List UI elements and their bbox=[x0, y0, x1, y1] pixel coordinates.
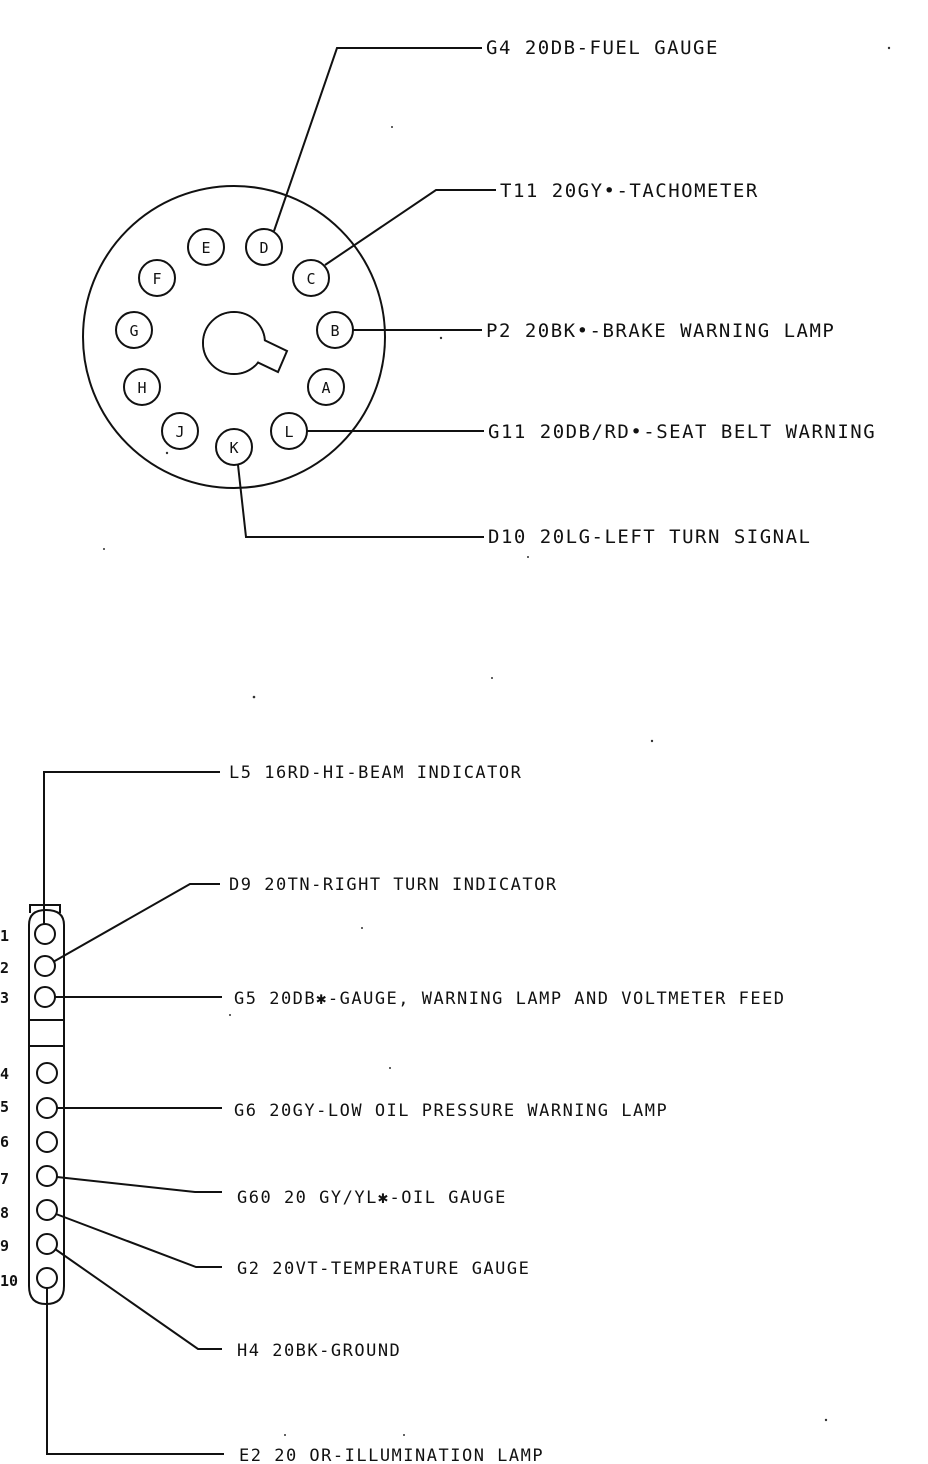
connector-pin-k: K bbox=[215, 428, 253, 466]
strip-pin-number-2: 2 bbox=[0, 959, 9, 977]
strip-pin-number-10: 10 bbox=[0, 1272, 18, 1290]
strip-pin-4 bbox=[36, 1062, 58, 1084]
strip-pin-1 bbox=[34, 923, 56, 945]
round-connector-wires bbox=[237, 47, 496, 538]
strip-pin-number-5: 5 bbox=[0, 1098, 9, 1116]
pin-letter-a: A bbox=[321, 379, 330, 397]
wire-leader-pin-9 bbox=[54, 1248, 222, 1350]
strip-pin-number-1: 1 bbox=[0, 927, 9, 945]
wire-label-hi-beam-indicator: L5 16RD-HI-BEAM INDICATOR bbox=[229, 763, 522, 783]
scan-specks bbox=[103, 46, 891, 1436]
pin-letter-f: F bbox=[152, 270, 161, 288]
wire-leader-pin-k bbox=[237, 464, 484, 538]
strip-pin-5 bbox=[36, 1097, 58, 1119]
strip-pin-7 bbox=[36, 1165, 58, 1187]
connector-pin-d: D bbox=[245, 228, 283, 266]
strip-pin-3 bbox=[34, 986, 56, 1008]
pin-letter-g: G bbox=[129, 322, 138, 340]
strip-pin-6 bbox=[36, 1131, 58, 1153]
strip-connector-upper-section bbox=[28, 908, 65, 1021]
connector-pin-b: B bbox=[316, 311, 354, 349]
wire-label-low-oil-pressure-warning-lamp: G6 20GY-LOW OIL PRESSURE WARNING LAMP bbox=[234, 1101, 668, 1121]
wire-leader-pin-2 bbox=[52, 883, 220, 963]
wire-label-ground: H4 20BK-GROUND bbox=[237, 1341, 401, 1361]
connector-pin-e: E bbox=[187, 228, 225, 266]
strip-pin-number-7: 7 bbox=[0, 1170, 9, 1188]
strip-pin-number-8: 8 bbox=[0, 1204, 9, 1222]
strip-pin-number-6: 6 bbox=[0, 1133, 9, 1151]
wire-leader-pin-1 bbox=[43, 771, 220, 924]
wire-leader-pin-8 bbox=[55, 1213, 222, 1268]
wire-label-right-turn-indicator: D9 20TN-RIGHT TURN INDICATOR bbox=[229, 875, 558, 895]
strip-pin-10 bbox=[36, 1267, 58, 1289]
pin-letter-d: D bbox=[259, 239, 268, 257]
connector-pin-h: H bbox=[123, 368, 161, 406]
strip-connector-labels: L5 16RD-HI-BEAM INDICATOR D9 20TN-RIGHT … bbox=[229, 763, 786, 1464]
strip-pin-number-3: 3 bbox=[0, 989, 9, 1007]
wire-label-seat-belt-warning: G11 20DB/RD•-SEAT BELT WARNING bbox=[488, 421, 876, 443]
connector-pin-j: J bbox=[161, 412, 199, 450]
strip-connector-divider bbox=[28, 1019, 65, 1047]
wire-label-gauge-warning-voltmeter-feed: G5 20DB✱-GAUGE, WARNING LAMP AND VOLTMET… bbox=[234, 989, 786, 1009]
pin-letter-b: B bbox=[330, 322, 339, 340]
connector-pin-f: F bbox=[138, 259, 176, 297]
wire-label-temperature-gauge: G2 20VT-TEMPERATURE GAUGE bbox=[237, 1259, 530, 1279]
strip-connector: 1 2 3 4 5 6 7 8 9 10 bbox=[0, 904, 65, 1306]
connector-pin-l: L bbox=[270, 412, 308, 450]
pin-letter-k: K bbox=[229, 439, 238, 457]
strip-pin-2 bbox=[34, 955, 56, 977]
strip-pin-9 bbox=[36, 1233, 58, 1255]
wire-label-left-turn-signal: D10 20LG-LEFT TURN SIGNAL bbox=[488, 526, 811, 548]
connector-pin-g: G bbox=[115, 311, 153, 349]
pin-letter-c: C bbox=[306, 270, 315, 288]
pin-letter-h: H bbox=[137, 379, 146, 397]
pin-letter-l: L bbox=[284, 423, 293, 441]
pin-letter-j: J bbox=[175, 423, 184, 441]
strip-pin-number-9: 9 bbox=[0, 1237, 9, 1255]
wire-label-brake-warning-lamp: P2 20BK•-BRAKE WARNING LAMP bbox=[486, 320, 835, 342]
strip-connector-wires bbox=[43, 771, 224, 1455]
wire-leader-pin-c bbox=[324, 189, 496, 266]
wire-leader-pin-10 bbox=[46, 1288, 224, 1455]
wire-label-oil-gauge: G60 20 GY/YL✱-OIL GAUGE bbox=[237, 1188, 507, 1208]
pin-letter-e: E bbox=[201, 239, 210, 257]
wire-leader-pin-d bbox=[273, 47, 482, 232]
strip-pin-8 bbox=[36, 1199, 58, 1221]
wire-label-fuel-gauge: G4 20DB-FUEL GAUGE bbox=[486, 37, 719, 59]
connector-pin-c: C bbox=[292, 259, 330, 297]
round-connector: E D F C G B H A bbox=[82, 185, 386, 489]
wire-leader-pin-7 bbox=[56, 1176, 222, 1193]
round-connector-body bbox=[82, 185, 386, 489]
wire-label-illumination-lamp: E2 20 OR-ILLUMINATION LAMP bbox=[239, 1446, 544, 1464]
connector-pin-a: A bbox=[307, 368, 345, 406]
round-connector-labels: G4 20DB-FUEL GAUGE T11 20GY•-TACHOMETER … bbox=[486, 37, 876, 548]
strip-pin-number-4: 4 bbox=[0, 1065, 9, 1083]
wire-label-tachometer: T11 20GY•-TACHOMETER bbox=[500, 180, 759, 202]
